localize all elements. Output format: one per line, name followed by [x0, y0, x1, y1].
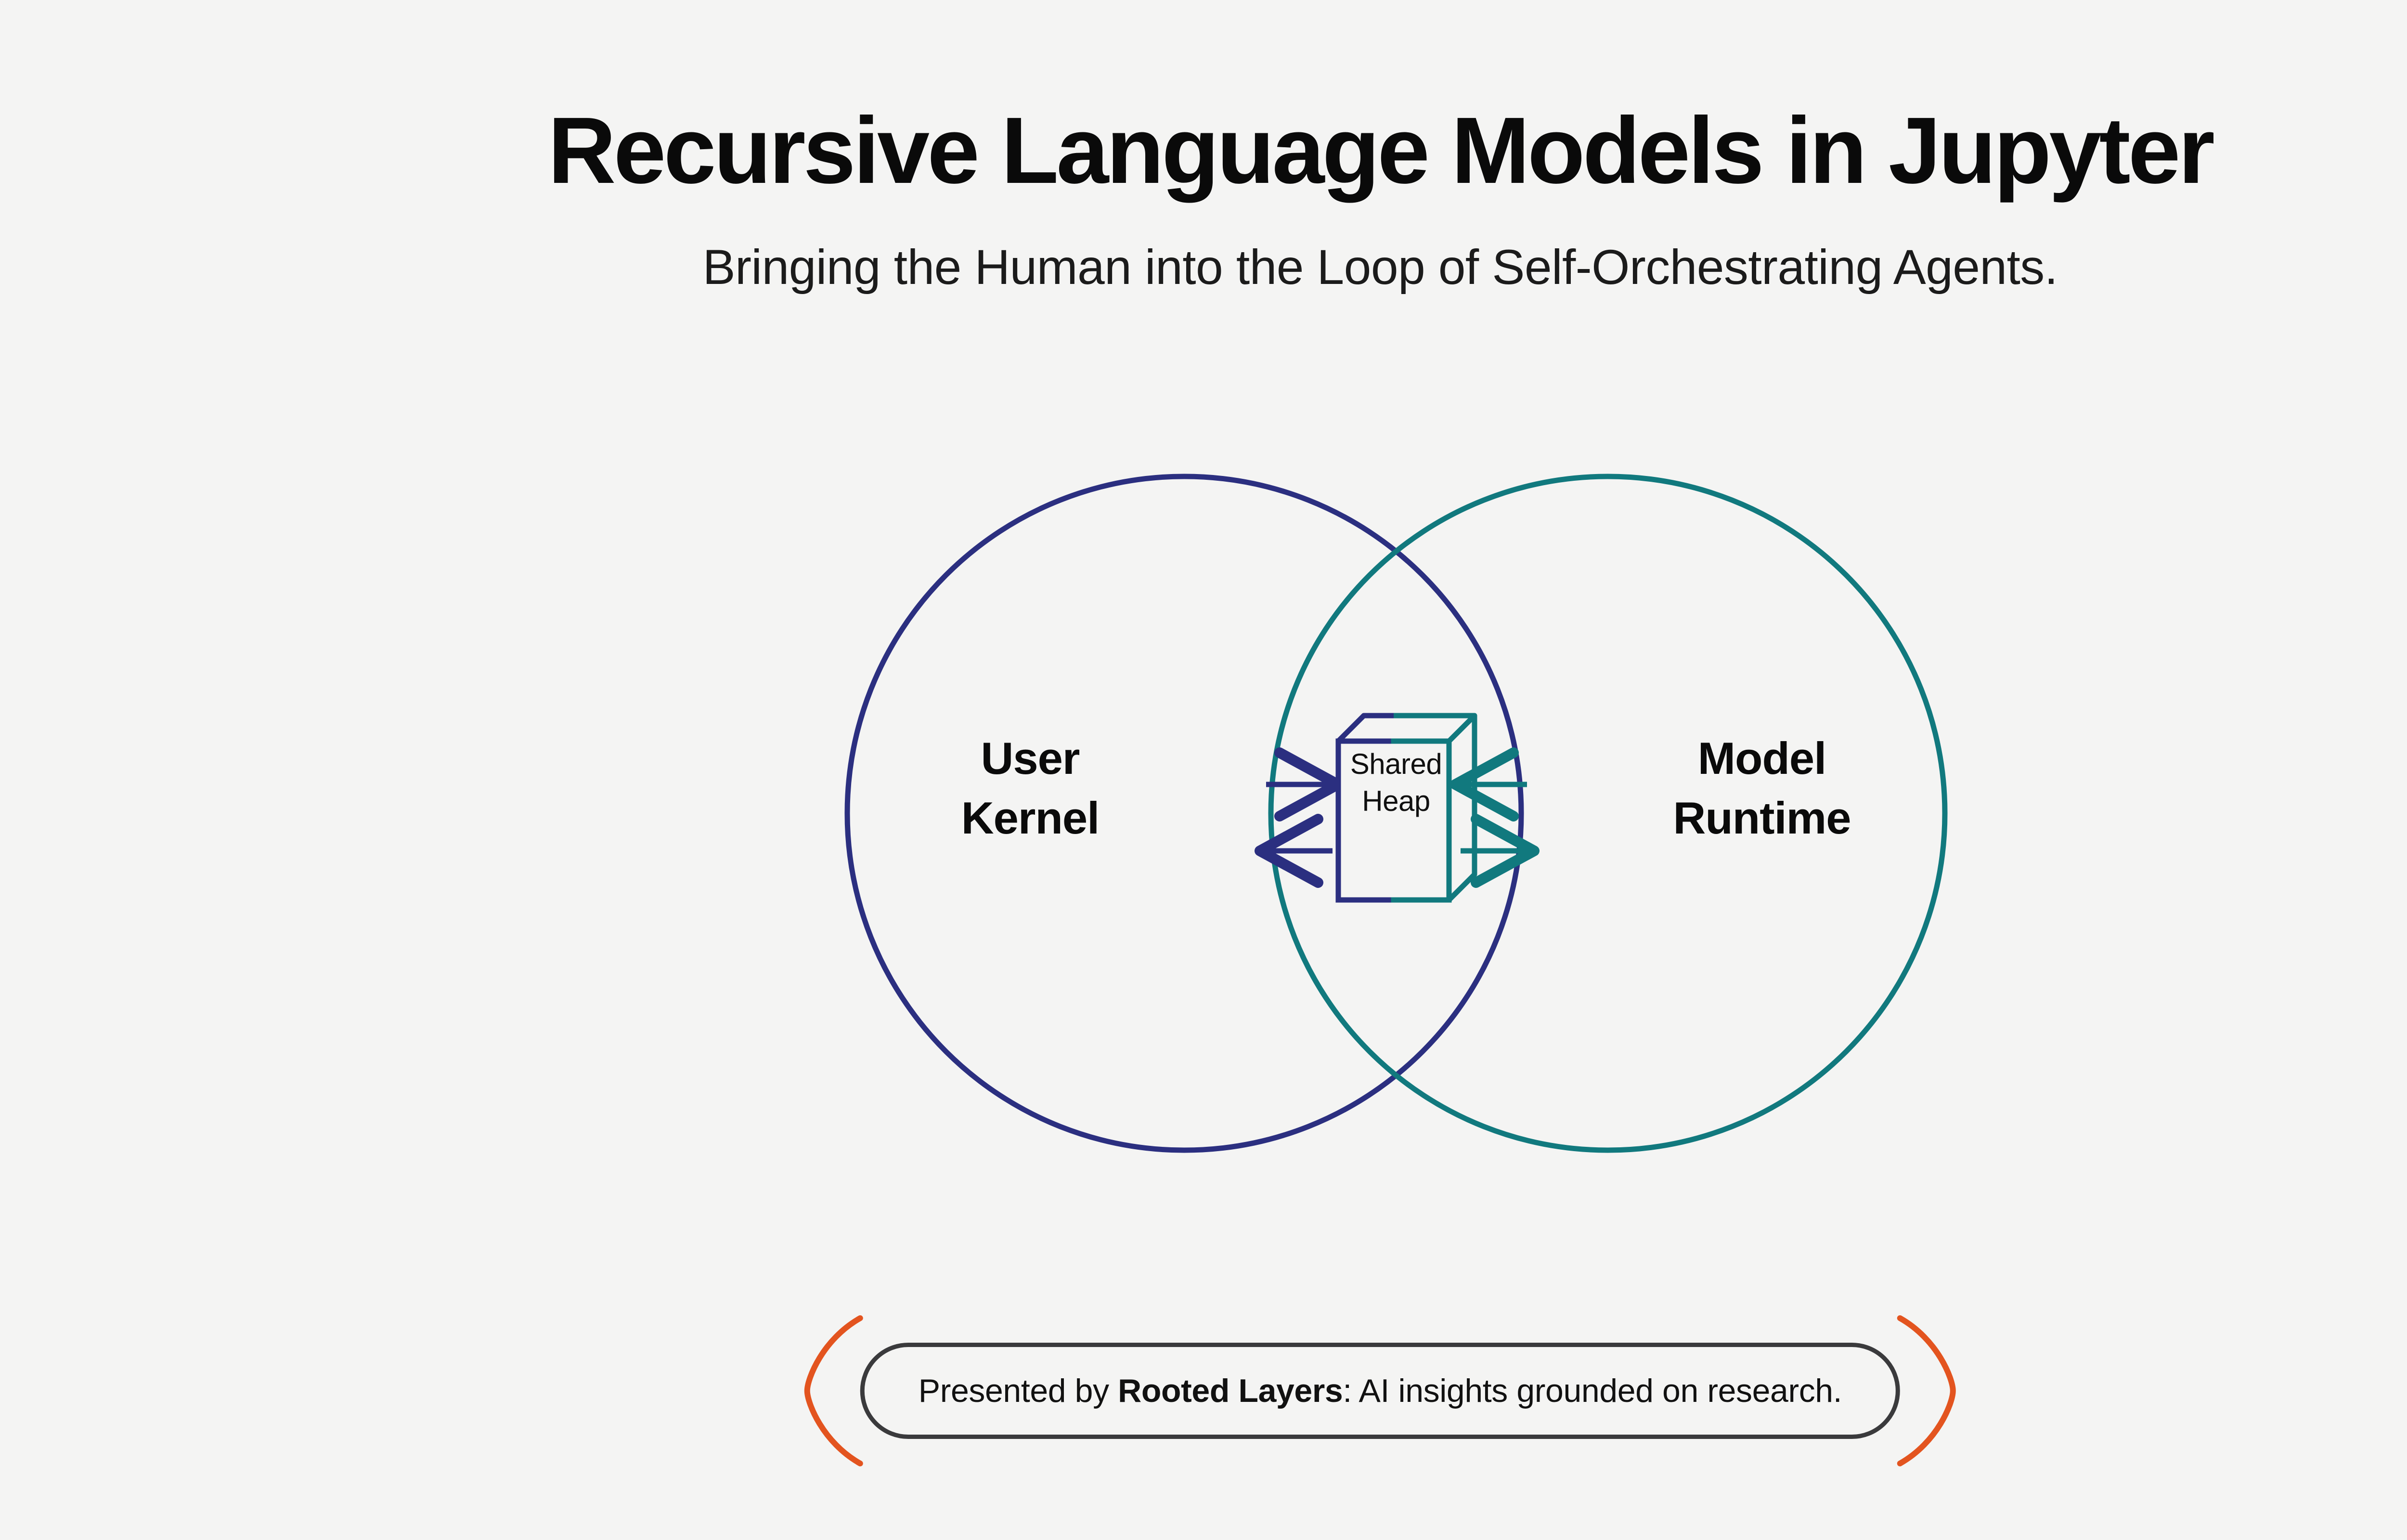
footer-attribution-badge: Presented by Rooted Layers: AI insights … [804, 1315, 1956, 1466]
venn-label-user-kernel: User Kernel [961, 733, 1100, 844]
venn-label-model-runtime: Model Runtime [1673, 733, 1851, 844]
venn-label-shared-heap: Shared Heap [1350, 748, 1442, 817]
attribution-brand: Rooted Layers [1118, 1372, 1343, 1409]
page-title: Recursive Language Models in Jupyter [548, 98, 2215, 203]
attribution-pill: Presented by Rooted Layers: AI insights … [860, 1342, 1901, 1439]
right-bracket-arc-icon [1897, 1315, 1956, 1466]
slide-header: Recursive Language Models in Jupyter Bri… [0, 101, 2407, 296]
venn-circle-model-runtime [1268, 474, 1948, 1153]
venn-diagram-svg [844, 474, 1948, 1153]
shared-heap-cube-icon [1335, 713, 1477, 903]
attribution-prefix: Presented by [918, 1372, 1118, 1409]
left-bracket-arc-icon [804, 1315, 863, 1466]
venn-diagram: User Kernel Model Runtime Shared Heap [780, 448, 2012, 1218]
attribution-suffix: : AI insights grounded on research. [1343, 1372, 1842, 1409]
venn-circle-user-kernel [844, 474, 1524, 1153]
page-subtitle: Bringing the Human into the Loop of Self… [702, 239, 2058, 295]
